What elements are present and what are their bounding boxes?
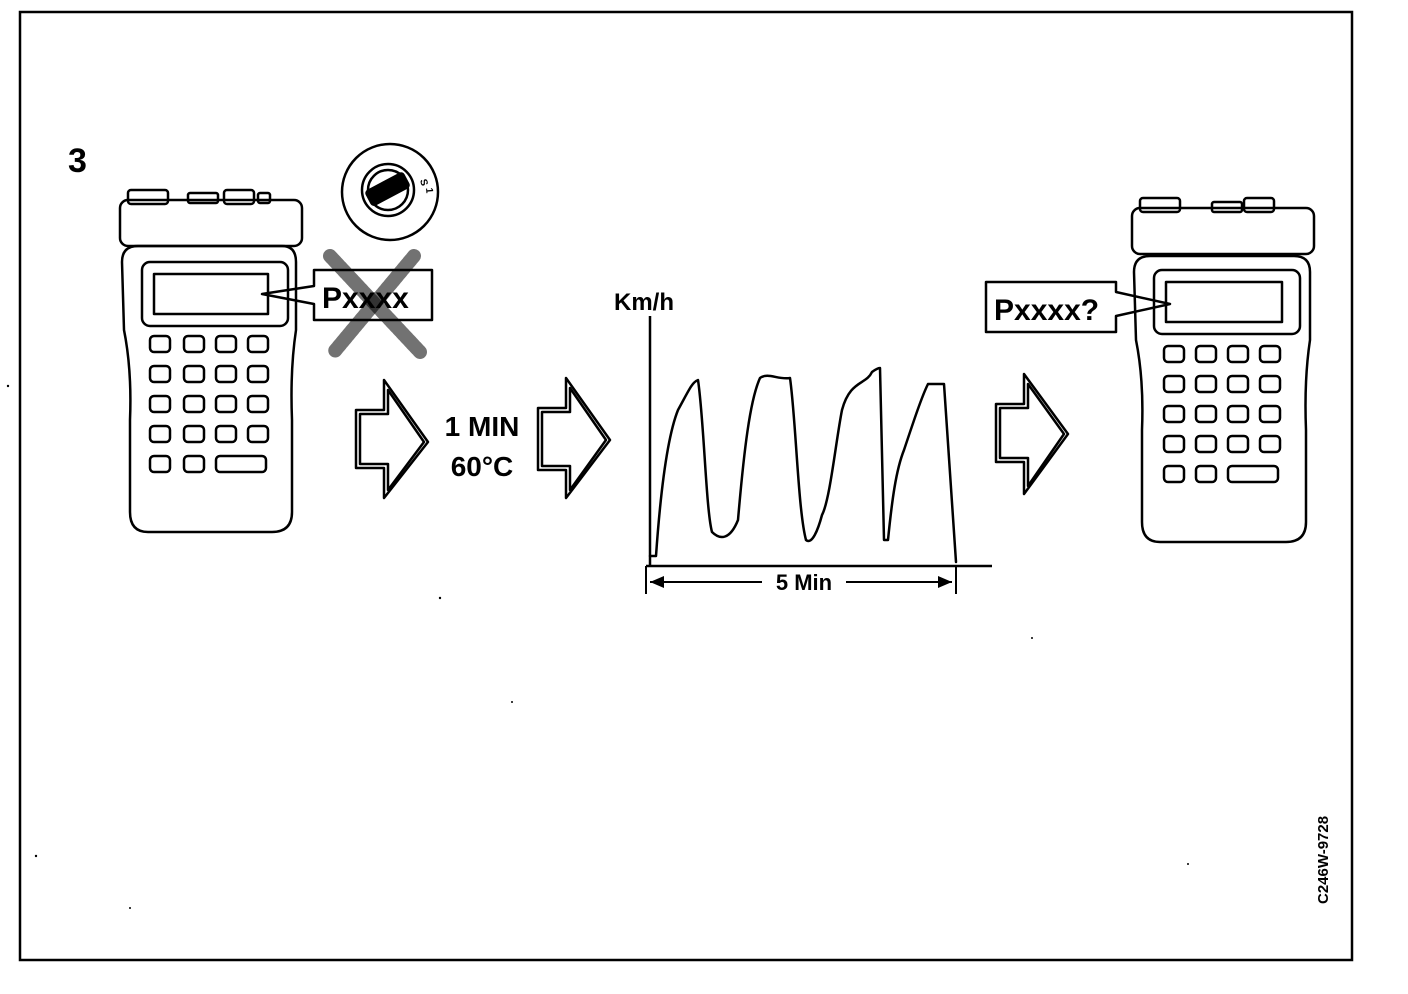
scan-tool-connector xyxy=(118,188,304,248)
step1-temperature: 60°C xyxy=(451,451,514,482)
speed-trace xyxy=(648,366,958,564)
arrow-right-icon-3 xyxy=(994,372,1070,496)
graph-duration-label: 5 Min xyxy=(776,570,832,595)
speed-graph: Km/h 5 Min xyxy=(614,289,992,595)
scan-tool-left xyxy=(118,188,304,534)
graph-y-label: Km/h xyxy=(614,289,674,316)
step-number: 3 xyxy=(68,142,87,180)
scan-tool-right xyxy=(1130,196,1316,544)
step1-duration: 1 MIN xyxy=(445,411,520,442)
left-message-callout: Pxxxx xyxy=(260,249,434,359)
scan-tool-display xyxy=(140,260,290,328)
figure-code: C246W-9728 xyxy=(1315,816,1332,904)
ignition-key-icon: S 1 xyxy=(340,142,440,242)
cross-out-icon xyxy=(323,249,427,359)
scan-tool-body xyxy=(120,244,298,534)
page-border xyxy=(18,10,1354,962)
right-message: Pxxxx? xyxy=(994,294,1099,327)
arrow-right-icon-1 xyxy=(354,378,430,500)
scan-specks xyxy=(6,384,1189,909)
scan-tool-connector xyxy=(1130,196,1316,256)
svg-text:S: S xyxy=(417,178,429,188)
scan-tool-body xyxy=(1132,254,1312,544)
scan-tool-keypad xyxy=(148,334,270,474)
scan-tool-keypad xyxy=(1162,344,1282,484)
scan-tool-display xyxy=(1152,268,1302,336)
arrow-right-icon-2 xyxy=(536,376,612,500)
svg-text:1: 1 xyxy=(423,187,434,194)
right-message-callout: Pxxxx? xyxy=(984,280,1172,334)
